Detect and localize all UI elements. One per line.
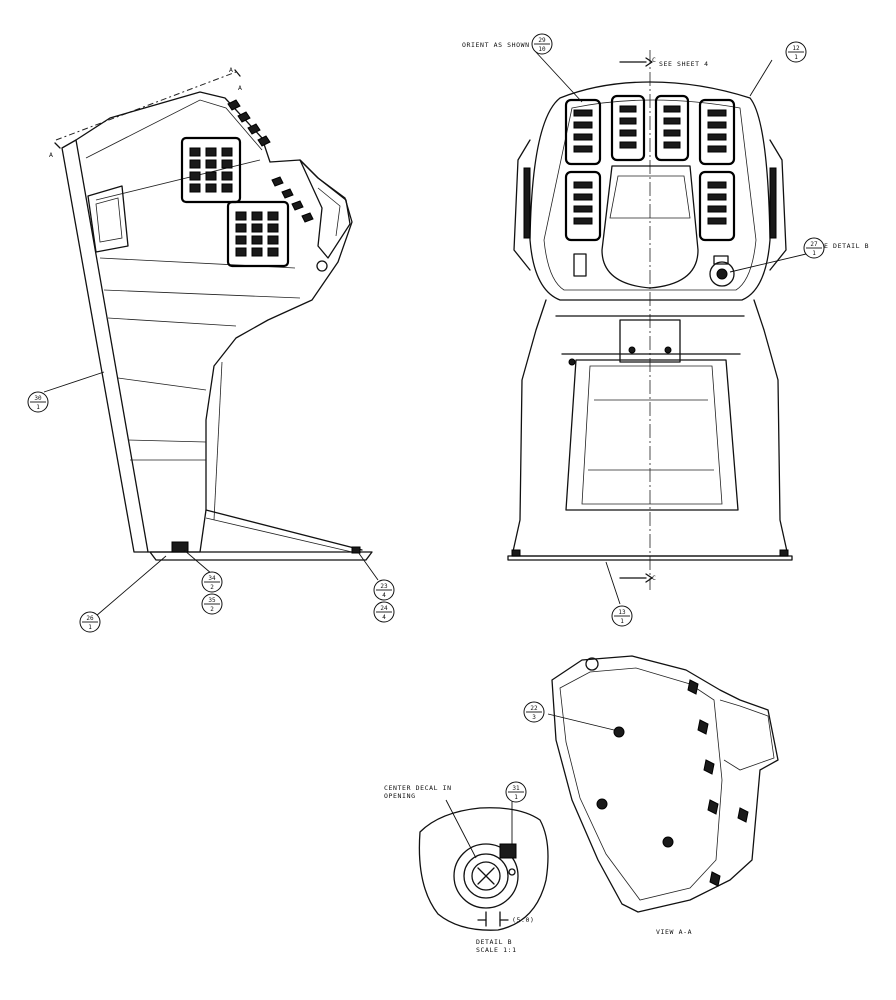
see-sheet-note: SEE SHEET 4 [659, 60, 709, 68]
callout-item-number: 30 [34, 395, 42, 402]
section-mark-a-top: A [229, 66, 234, 74]
button-panel-upper [180, 136, 242, 204]
callout-c24: 244 [373, 601, 395, 623]
front-panel-5 [564, 170, 602, 242]
section-line-a [55, 71, 237, 141]
callout-item-number: 27 [810, 241, 818, 248]
callout-item-number: 24 [380, 605, 388, 612]
callout-item-number: 29 [538, 37, 546, 44]
callout-c31: 311 [505, 781, 527, 803]
callout-quantity: 1 [812, 250, 816, 257]
callout-c26: 261 [79, 611, 101, 633]
section-mark-c-top: C [652, 56, 657, 64]
view-aa-fastener-3 [662, 836, 674, 848]
callout-c13: 131 [611, 605, 633, 627]
side-view: A A A [43, 66, 379, 617]
callout-item-number: 31 [512, 785, 520, 792]
orient-note: ORIENT AS SHOWN [462, 41, 530, 49]
callout-quantity: 2 [210, 584, 214, 591]
front-panel-3 [654, 94, 690, 162]
callout-item-number: 13 [618, 609, 626, 616]
button-panel-lower [226, 200, 290, 268]
callout-item-number: 34 [208, 575, 216, 582]
callout-c27: 271 [803, 237, 825, 259]
detail-b-scale: SCALE 1:1 [476, 946, 517, 954]
view-aa-label: VIEW A-A [656, 928, 692, 936]
side-shell-outline [75, 91, 353, 553]
view-aa-fastener-2 [596, 798, 608, 810]
callout-quantity: 4 [382, 592, 386, 599]
callout-c34: 342 [201, 571, 223, 593]
detail-b-dimension: (5.0) [512, 916, 535, 924]
callout-item-number: 23 [380, 583, 388, 590]
front-panel-4 [698, 98, 736, 166]
side-base [149, 551, 373, 561]
front-center-console [601, 165, 699, 289]
callout-quantity: 1 [794, 54, 798, 61]
section-mark-a-right: A [238, 84, 243, 92]
section-mark-a-left: A [49, 151, 54, 159]
detail-b-lock [471, 861, 501, 891]
callout-quantity: 1 [514, 794, 518, 801]
side-foot-right [351, 546, 361, 554]
callout-item-number: 12 [792, 45, 800, 52]
front-view: C C [507, 49, 807, 605]
speaker-window [87, 185, 129, 253]
view-a-a: VIEW A-A [547, 655, 779, 936]
callout-c30: 301 [27, 391, 49, 413]
front-panel-2 [610, 94, 646, 162]
front-base [507, 555, 793, 561]
lock-cylinder [709, 261, 735, 287]
callout-quantity: 1 [620, 618, 624, 625]
callout-c12: 121 [785, 41, 807, 63]
detail-b-outline [418, 807, 549, 931]
callout-quantity: 1 [36, 404, 40, 411]
section-mark-c-bottom: C [652, 574, 657, 582]
coin-slot [573, 253, 587, 277]
callout-item-number: 22 [530, 705, 538, 712]
see-detail-note: SEE DETAIL B [815, 242, 869, 250]
side-foot-left [171, 541, 189, 553]
callout-item-number: 35 [208, 597, 216, 604]
front-panel-1 [564, 98, 602, 166]
view-aa-fastener-1 [613, 726, 625, 738]
callout-c35: 352 [201, 593, 223, 615]
mount-bracket [619, 319, 681, 363]
callout-item-number: 26 [86, 615, 94, 622]
callout-c23: 234 [373, 579, 395, 601]
front-panel-6 [698, 170, 736, 242]
center-decal-note-line2: OPENING [384, 792, 416, 800]
callout-quantity: 3 [532, 714, 536, 721]
callout-quantity: 4 [382, 614, 386, 621]
callout-quantity: 1 [88, 624, 92, 631]
callout-quantity: 10 [538, 46, 546, 53]
detail-b: (5.0) CENTER DECAL IN OPENING DETAIL B S… [384, 784, 549, 954]
detail-b-title: DETAIL B [476, 938, 512, 946]
callout-c22: 223 [523, 701, 545, 723]
callout-quantity: 2 [210, 606, 214, 613]
view-aa-outline [551, 655, 779, 913]
center-decal-note-line1: CENTER DECAL IN [384, 784, 452, 792]
